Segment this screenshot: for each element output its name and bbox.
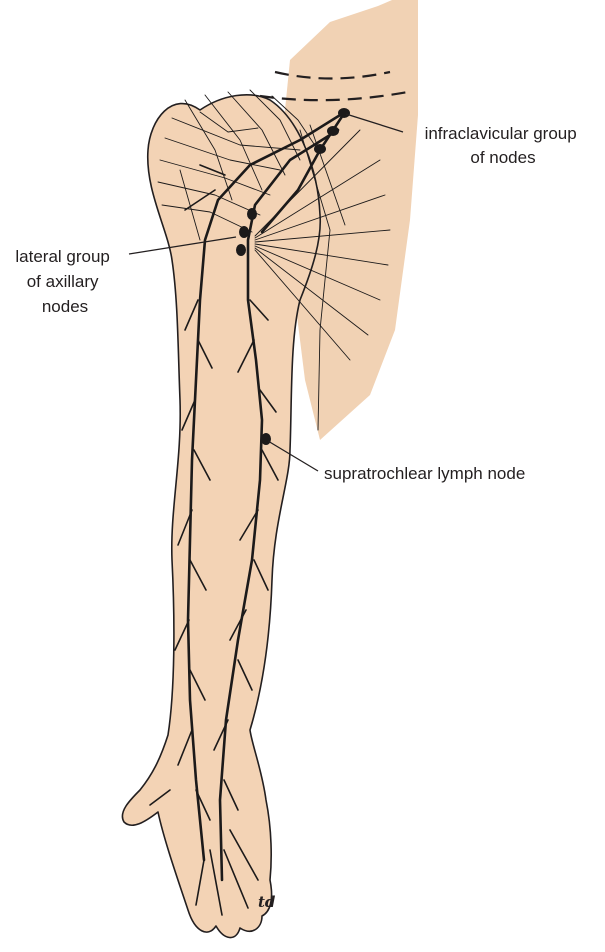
infraclavicular-label-line-2: of nodes bbox=[470, 148, 535, 167]
lateral-axillary-label-line-2: of axillary bbox=[27, 272, 99, 291]
infraclavicular-label-line-1: infraclavicular group bbox=[425, 124, 577, 143]
lateral-axillary-label: lateral group of axillary nodes bbox=[15, 247, 114, 316]
lateral-axillary-label-line-1: lateral group bbox=[15, 247, 110, 266]
supratrochlear-node bbox=[261, 433, 271, 445]
infraclavicular-label: infraclavicular group of nodes bbox=[425, 124, 582, 167]
supratrochlear-label: supratrochlear lymph node bbox=[324, 464, 525, 483]
artist-signature: td bbox=[258, 893, 276, 911]
lateral-axillary-label-line-3: nodes bbox=[42, 297, 88, 316]
